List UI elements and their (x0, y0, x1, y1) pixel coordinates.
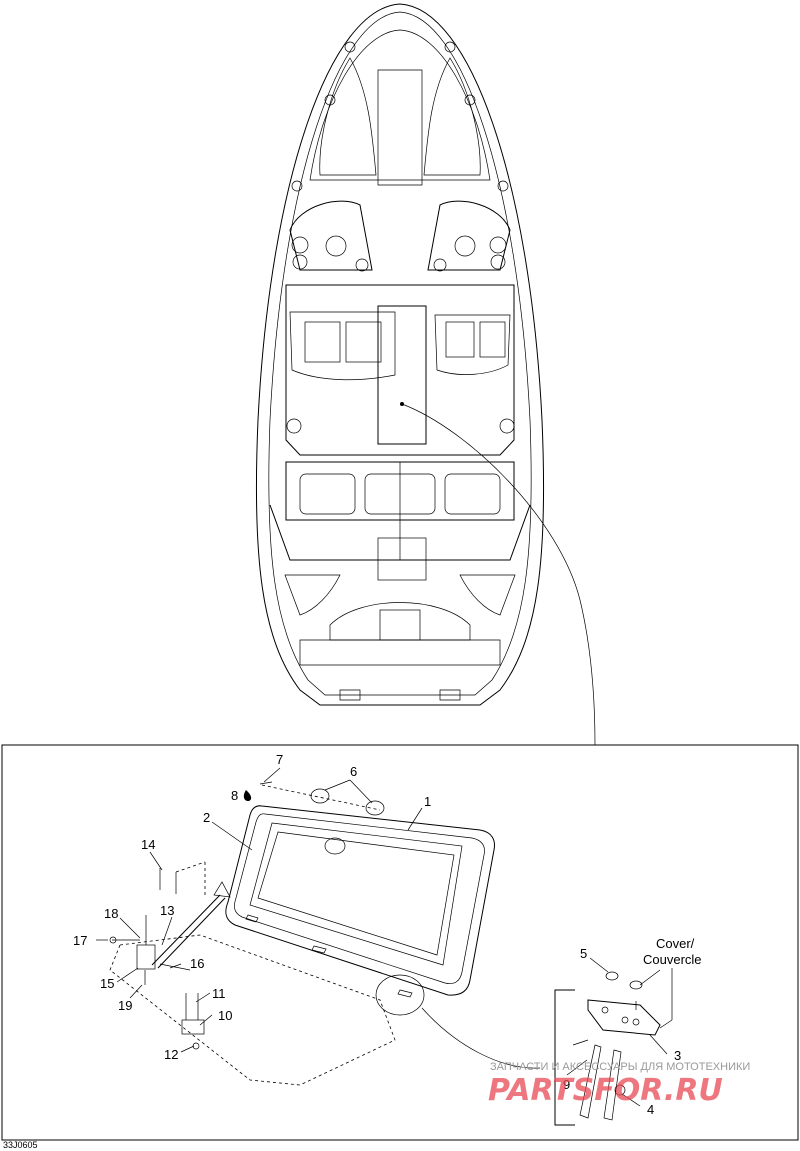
callout-4: 4 (647, 1102, 654, 1117)
callout-8: 8 (231, 788, 238, 803)
watermark-logo: PARTSFOR.RU (488, 1073, 723, 1108)
hatch-assembly (109, 781, 541, 1086)
callout-9: 9 (563, 1077, 570, 1092)
callout-14: 14 (141, 837, 155, 852)
boat-top-view (255, 3, 596, 746)
detail-frame (1, 744, 799, 1141)
callout-16: 16 (190, 956, 204, 971)
callout-2: 2 (203, 810, 210, 825)
callout-10: 10 (218, 1008, 232, 1023)
callout-11: 11 (212, 986, 226, 1001)
latch-detail (554, 971, 661, 1126)
callout-18: 18 (104, 906, 118, 921)
callout-1: 1 (424, 794, 431, 809)
cover-note-en: Cover/ (656, 936, 695, 951)
leader-lines (96, 767, 673, 1107)
callout-19: 19 (118, 998, 132, 1013)
cover-note-fr: Couvercle (643, 952, 702, 967)
callout-15: 15 (100, 976, 114, 991)
watermark-subtitle: ЗАПЧАСТИ И АКСЕССУАРЫ ДЛЯ МОТОТЕХНИКИ (490, 1061, 750, 1073)
callout-7: 7 (276, 752, 283, 767)
callout-3: 3 (674, 1048, 681, 1063)
callout-13: 13 (160, 903, 174, 918)
callout-12: 12 (164, 1047, 178, 1062)
callout-5: 5 (580, 946, 587, 961)
figure-code: 33J0605 (3, 1140, 38, 1150)
callout-17: 17 (73, 933, 87, 948)
callout-6: 6 (350, 764, 357, 779)
